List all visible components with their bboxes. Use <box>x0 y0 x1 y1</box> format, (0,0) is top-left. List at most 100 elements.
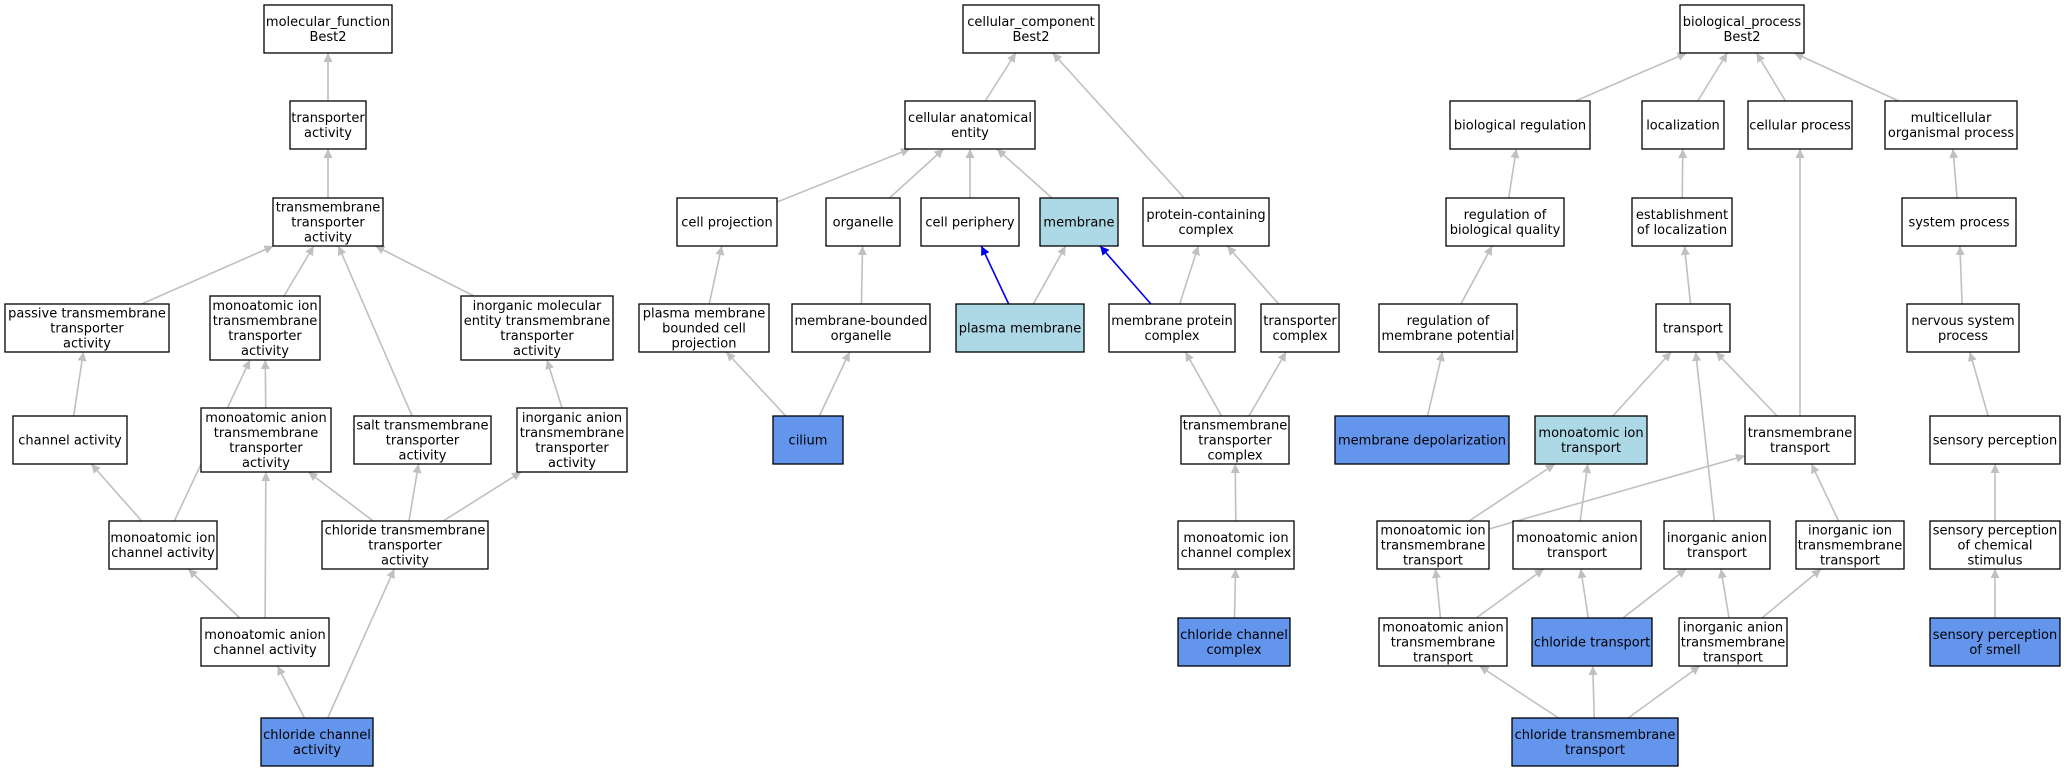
edge-monoatomic_anion_tm_transport-to-monoatomic_anion_transport <box>1475 568 1545 619</box>
edge-monoatomic_anion_tm_transport-to-monoatomic_ion_tm_transport <box>1431 568 1442 619</box>
edge-monoatomic_ion_tm_transport-to-monoatomic_ion_transport <box>1468 463 1556 522</box>
node-box <box>1512 520 1642 570</box>
node-box <box>1180 415 1290 465</box>
node-label-line: organismal process <box>1888 126 2014 141</box>
node-label-line: activity <box>293 743 341 758</box>
edge-plasma_membrane-to-cell_periphery <box>980 245 1010 305</box>
node-label-line: of localization <box>1637 223 1727 238</box>
node-label-line: transport <box>1413 651 1473 666</box>
edge-cell_projection-to-cellular_anatomical_entity <box>776 148 911 203</box>
edge-regulation_of_membrane_potential-to-regulation_of_biological_quality <box>1460 245 1493 305</box>
node-label-line: organelle <box>833 216 894 231</box>
node-label-line: establishment <box>1636 208 1728 223</box>
node-label-line: membrane <box>1043 216 1114 231</box>
node-box <box>1641 100 1725 150</box>
node-box <box>1901 197 2017 247</box>
node-label-line: inorganic ion <box>1808 524 1892 539</box>
node-label-line: channel activity <box>18 434 122 449</box>
edge-multicellular_organismal_process-to-bp_root <box>1793 52 1900 102</box>
node-label-line: transporter <box>500 329 574 344</box>
edge-chloride_tm_transport-to-inorganic_anion_tm_transport <box>1627 665 1701 719</box>
node-box <box>1655 303 1731 353</box>
edge-transporter_complex-to-protein_containing_complex <box>1226 245 1280 305</box>
edge-membrane_protein_complex-to-membrane <box>1099 245 1152 305</box>
node-label-line: transmembrane <box>1183 419 1288 434</box>
node-label-line: monoatomic anion <box>1382 621 1503 636</box>
node-box <box>460 295 614 361</box>
node-box <box>1378 617 1508 667</box>
node-label-line: monoatomic anion <box>204 628 325 643</box>
node-label-line: cellular process <box>1749 119 1851 134</box>
edge-channel_activity-to-passive_tm_transporter_activity <box>72 351 87 417</box>
node-label-line: transport <box>1403 554 1463 569</box>
node-label-line: inorganic anion <box>1667 531 1767 546</box>
edge-cellular_process-to-bp_root <box>1755 52 1787 102</box>
edge-plasma_membrane_bounded_cell_projection-to-cell_projection <box>708 245 725 305</box>
node-box <box>1378 303 1518 353</box>
node-label-line: cellular_component <box>967 15 1095 30</box>
node-sensory-perception: sensory perception <box>1929 415 2061 465</box>
node-label-line: stimulus <box>1967 554 2022 569</box>
node-box <box>289 100 367 150</box>
node-box <box>1929 415 2061 465</box>
node-monoatomic-ion-tm-transporter-activity: monoatomic iontransmembranetransporterac… <box>209 295 321 361</box>
node-organelle: organelle <box>825 197 901 247</box>
node-box <box>1449 100 1591 150</box>
node-box <box>676 197 778 247</box>
node-label-line: salt transmembrane <box>356 419 488 434</box>
node-label-line: complex <box>1206 643 1261 658</box>
node-label-line: localization <box>1646 119 1720 134</box>
node-label-line: activity <box>304 126 352 141</box>
node-label-line: of chemical <box>1957 539 2032 554</box>
node-box <box>1929 520 2061 570</box>
node-label-line: activity <box>399 449 447 464</box>
node-label-line: transport <box>1687 546 1747 561</box>
node-box <box>260 717 374 767</box>
node-label-line: Best2 <box>1012 30 1049 45</box>
node-label-line: chloride channel <box>263 728 371 743</box>
edge-tm_transport-to-transport <box>1715 351 1778 417</box>
node-label-line: transport <box>1561 441 1621 456</box>
edge-localization-to-bp_root <box>1697 52 1728 102</box>
edge-organelle-to-cellular_anatomical_entity <box>888 148 945 199</box>
node-label-line: transporter <box>386 434 460 449</box>
node-label-line: biological_process <box>1683 15 1802 30</box>
node-label-line: transmembrane <box>520 426 625 441</box>
node-box <box>1142 197 1270 247</box>
node-label-line: membrane potential <box>1381 329 1514 344</box>
node-label-line: passive transmembrane <box>8 307 166 322</box>
node-box <box>1663 520 1771 570</box>
node-label-line: activity <box>513 344 561 359</box>
node-label-line: biological quality <box>1450 223 1561 238</box>
node-label-line: monoatomic ion <box>212 299 317 314</box>
edge-chloride_transport-to-monoatomic_anion_transport <box>1577 568 1590 619</box>
edge-system_process-to-multicellular_organismal_process <box>1949 148 1959 199</box>
node-label-line: monoatomic anion <box>1516 531 1637 546</box>
edge-membrane_depolarization-to-regulation_of_membrane_potential <box>1426 351 1445 417</box>
edge-passive_tm_transporter_activity-to-tm_transporter_activity <box>141 245 274 305</box>
node-box <box>353 415 492 465</box>
node-label-line: inorganic molecular <box>473 299 602 314</box>
edge-monoatomic_anion_channel_activity-to-monoatomic_ion_channel_activity <box>187 568 241 619</box>
node-label-line: chloride transmembrane <box>325 524 486 539</box>
node-label-line: activity <box>548 456 596 471</box>
node-label-line: chloride channel <box>1180 628 1288 643</box>
edge-monoatomic_ion_channel_complex-to-tm_transporter_complex <box>1230 463 1240 522</box>
edge-tm_transporter_complex-to-membrane_protein_complex <box>1184 351 1223 417</box>
node-box <box>263 4 393 54</box>
node-box <box>825 197 901 247</box>
node-label-line: transport <box>1770 441 1830 456</box>
node-box <box>1884 100 2018 150</box>
node-membrane-depolarization: membrane depolarization <box>1334 415 1510 465</box>
node-label-line: transmembrane <box>214 426 319 441</box>
edge-monoatomic_anion_transport-to-monoatomic_ion_transport <box>1579 463 1592 522</box>
